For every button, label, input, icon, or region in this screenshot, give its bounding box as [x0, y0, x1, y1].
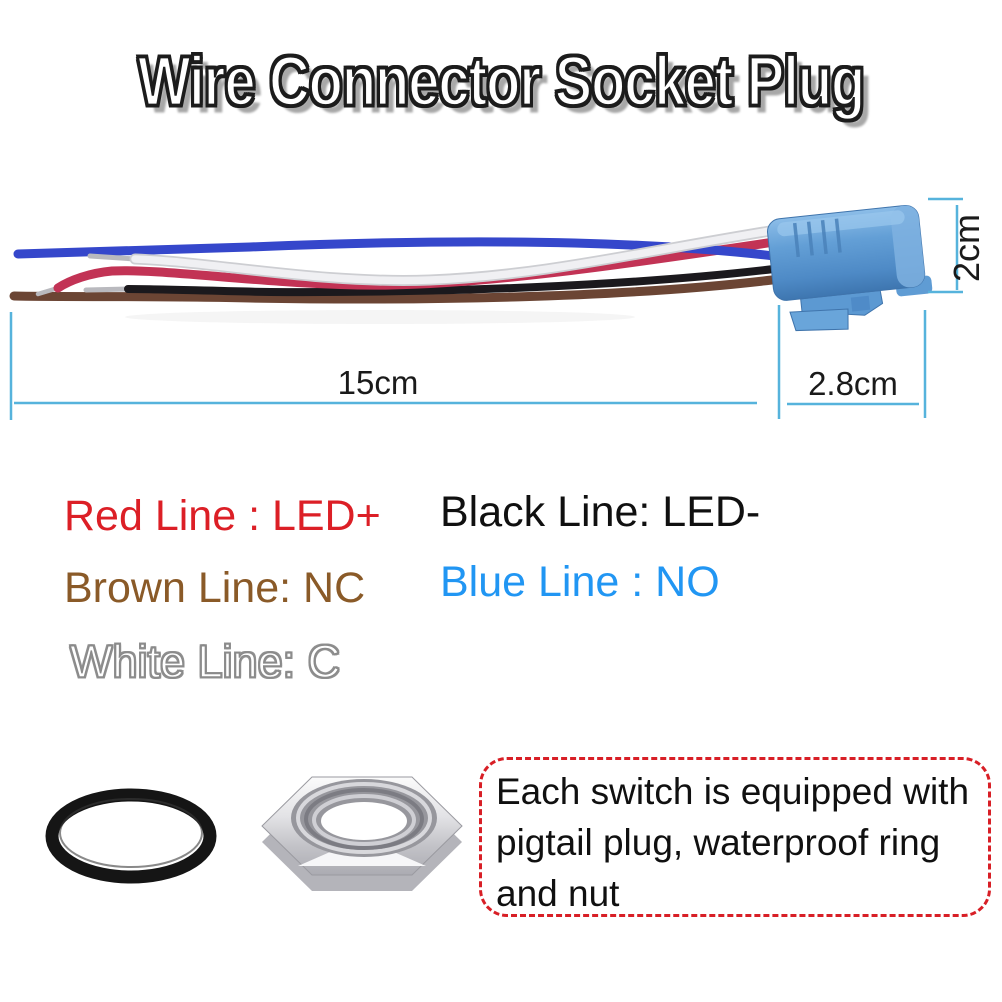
wire-brown — [9, 275, 777, 304]
wire-label-white: White Line: C — [69, 635, 341, 687]
note-line-3: and nut — [496, 873, 620, 914]
wire-white — [131, 226, 780, 285]
dim-label-plug-height: 2cm — [946, 214, 987, 282]
dim-label-wire-length: 15cm — [338, 364, 419, 401]
dim-label-plug-width: 2.8cm — [808, 365, 898, 402]
hex-nut-photo — [261, 776, 463, 891]
wire-label-blue: Blue Line : NO — [440, 558, 720, 606]
wire-label-brown: Brown Line: NC — [64, 564, 366, 612]
nut-hole — [321, 802, 407, 840]
connector-plug-photo — [767, 204, 933, 332]
o-ring-photo — [45, 788, 217, 884]
wire-black-stripped-tip — [83, 286, 131, 293]
connector-latch-notch — [850, 295, 871, 312]
wire-label-red: Red Line : LED+ — [64, 492, 381, 540]
connector-end-cap — [890, 205, 925, 288]
equipment-note-box: Each switch is equipped with pigtail plu… — [479, 757, 991, 917]
connector-latch-step — [789, 308, 849, 332]
wire-blue — [13, 237, 779, 261]
wire-label-black: Black Line: LED- — [440, 488, 761, 536]
connector-ridges — [792, 218, 842, 258]
note-line-2: pigtail plug, waterproof ring — [496, 822, 941, 863]
wire-white-stripped-tip — [87, 253, 138, 262]
wire-black — [124, 265, 778, 297]
photo-shadow — [125, 310, 635, 324]
dimension-annotations — [9, 197, 963, 420]
note-line-1: Each switch is equipped with — [496, 771, 970, 812]
wire-red — [53, 237, 779, 293]
product-title: Wire Connector Socket Plug — [137, 40, 867, 122]
wire-bundle-photo — [9, 224, 782, 304]
